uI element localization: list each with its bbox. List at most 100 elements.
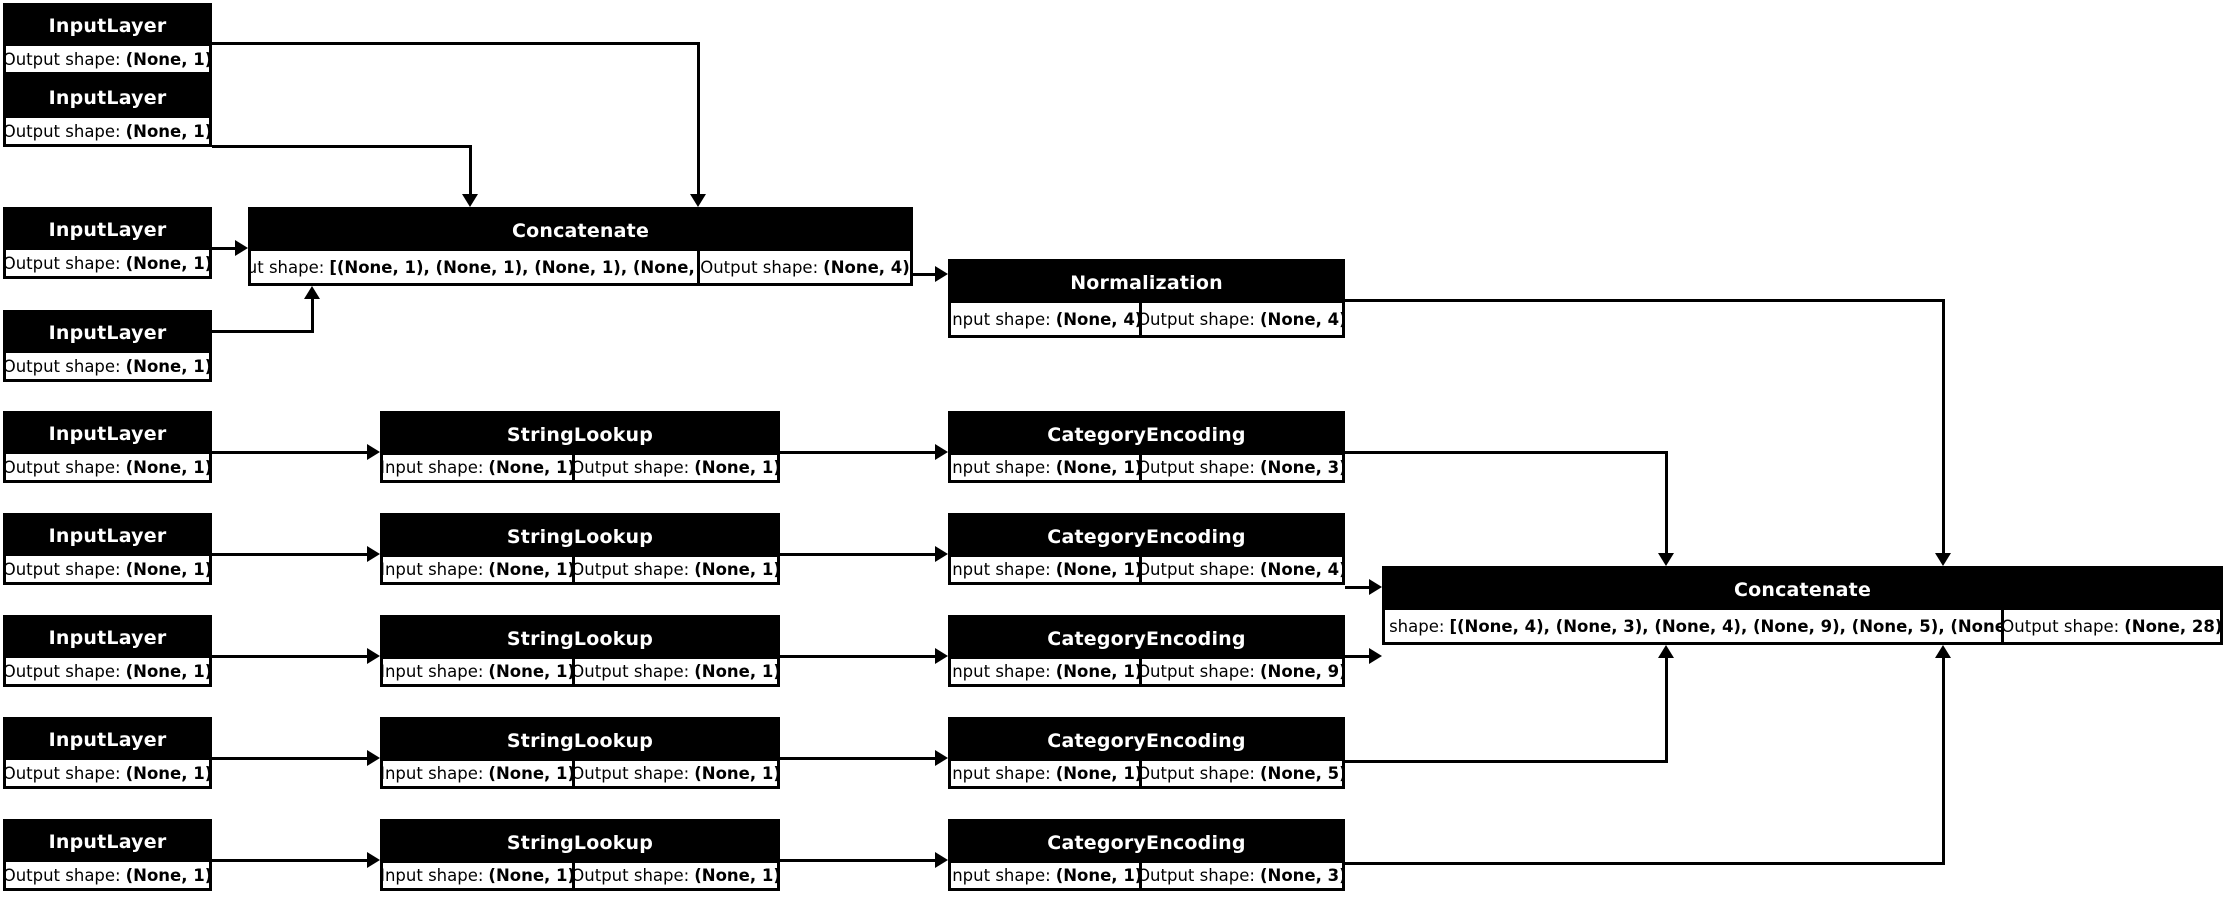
node-title: CategoryEncoding xyxy=(951,516,1342,557)
node-string-lookup-1[interactable]: StringLookup Input shape: (None, 1) Outp… xyxy=(380,411,780,483)
input-shape-label: Input shape: xyxy=(951,866,1051,885)
output-shape-value: (None, 1) xyxy=(694,764,777,783)
edge-input2-arrowhead xyxy=(462,194,478,207)
output-shape-label: Output shape: xyxy=(575,662,690,681)
output-shape-label: Output shape: xyxy=(1141,662,1255,681)
output-shape-value: (None, 1) xyxy=(125,763,209,783)
input-shape-cell: Input shape: (None, 4) xyxy=(951,303,1139,335)
output-shape-value: (None, 1) xyxy=(125,253,209,273)
node-input-layer-categorical-5[interactable]: InputLayer Output shape: (None, 1) xyxy=(3,819,212,891)
edge-lookup2-to-encoding-h xyxy=(780,553,936,556)
node-string-lookup-4[interactable]: StringLookup Input shape: (None, 1) Outp… xyxy=(380,717,780,789)
node-title: StringLookup xyxy=(383,414,777,455)
input-shape-value: (None, 1) xyxy=(488,560,573,579)
output-shape-cell: Output shape: (None, 3) xyxy=(1141,455,1342,480)
edge-lookup5-to-encoding-arrowhead xyxy=(935,852,948,868)
node-input-layer-numeric-1[interactable]: InputLayer Output shape: (None, 1) xyxy=(3,3,212,75)
node-title: Concatenate xyxy=(1385,569,2220,610)
node-concatenate-numeric[interactable]: Concatenate Input shape: [(None, 1), (No… xyxy=(248,207,913,286)
edge-normalization-to-final-h xyxy=(1345,299,1945,302)
output-shape-cell: Output shape: (None, 4) xyxy=(1141,303,1342,335)
edge-encoding2-to-final-h xyxy=(1345,586,1370,589)
node-body: Output shape: (None, 1) xyxy=(6,556,209,582)
edge-encoding4-to-final-v xyxy=(1665,658,1668,762)
node-body: Output shape: (None, 1) xyxy=(6,760,209,786)
edge-catinput1-to-lookup-h xyxy=(212,451,368,454)
node-body: Input shape: (None, 1) Output shape: (No… xyxy=(951,761,1342,786)
input-shape-value: (None, 1) xyxy=(1055,560,1139,579)
node-string-lookup-3[interactable]: StringLookup Input shape: (None, 1) Outp… xyxy=(380,615,780,687)
node-input-layer-categorical-1[interactable]: InputLayer Output shape: (None, 1) xyxy=(3,411,212,483)
output-shape-value: (None, 28) xyxy=(2124,616,2220,636)
node-category-encoding-3[interactable]: CategoryEncoding Input shape: (None, 1) … xyxy=(948,615,1345,687)
edge-catinput4-to-lookup-arrowhead xyxy=(367,750,380,766)
input-shape-value: (None, 1) xyxy=(488,866,573,885)
node-input-layer-numeric-2[interactable]: InputLayer Output shape: (None, 1) xyxy=(3,75,212,147)
node-category-encoding-2[interactable]: CategoryEncoding Input shape: (None, 1) … xyxy=(948,513,1345,585)
node-string-lookup-2[interactable]: StringLookup Input shape: (None, 1) Outp… xyxy=(380,513,780,585)
node-title: InputLayer xyxy=(6,414,209,454)
node-title: CategoryEncoding xyxy=(951,618,1342,659)
node-category-encoding-5[interactable]: CategoryEncoding Input shape: (None, 1) … xyxy=(948,819,1345,891)
node-normalization[interactable]: Normalization Input shape: (None, 4) Out… xyxy=(948,259,1345,338)
node-body: Input shape: (None, 1) Output shape: (No… xyxy=(951,659,1342,684)
node-title: InputLayer xyxy=(6,313,209,353)
output-shape-label: Output shape: xyxy=(6,121,121,141)
output-shape-cell: Output shape: (None, 1) xyxy=(575,455,777,480)
input-shape-cell: Input shape: (None, 1) xyxy=(951,659,1139,684)
output-shape-cell: Output shape: (None, 9) xyxy=(1141,659,1342,684)
input-shape-label: Input shape: xyxy=(951,764,1051,783)
edge-concat-to-normalization-h xyxy=(913,273,936,276)
output-shape-cell: Output shape: (None, 3) xyxy=(1141,863,1342,888)
node-concatenate-final[interactable]: Concatenate Input shape: [(None, 4), (No… xyxy=(1382,566,2223,645)
output-shape-label: Output shape: xyxy=(6,356,121,376)
node-body: Output shape: (None, 1) xyxy=(6,118,209,144)
node-input-layer-categorical-3[interactable]: InputLayer Output shape: (None, 1) xyxy=(3,615,212,687)
edge-input4-to-concat-h xyxy=(212,330,314,333)
node-body: Output shape: (None, 1) xyxy=(6,46,209,72)
node-title: Concatenate xyxy=(251,210,910,251)
node-title: CategoryEncoding xyxy=(951,720,1342,761)
node-string-lookup-5[interactable]: StringLookup Input shape: (None, 1) Outp… xyxy=(380,819,780,891)
node-title: StringLookup xyxy=(383,822,777,863)
edge-encoding1-to-final-v xyxy=(1665,451,1668,555)
edge-input1-to-concat-v xyxy=(697,42,700,196)
output-shape-cell: Output shape: (None, 1) xyxy=(575,659,777,684)
output-shape-value: (None, 3) xyxy=(1259,458,1342,477)
output-shape-cell: Output shape: (None, 1) xyxy=(6,658,209,684)
input-shape-label: Input shape: xyxy=(383,458,484,477)
input-shape-value: (None, 1) xyxy=(1055,764,1139,783)
input-shape-value: (None, 4) xyxy=(1055,309,1139,329)
input-shape-value: (None, 1) xyxy=(1055,662,1139,681)
node-category-encoding-1[interactable]: CategoryEncoding Input shape: (None, 1) … xyxy=(948,411,1345,483)
output-shape-label: Output shape: xyxy=(6,763,121,783)
output-shape-value: (None, 1) xyxy=(694,458,777,477)
node-body: Input shape: [(None, 4), (None, 3), (Non… xyxy=(1385,610,2220,642)
edge-catinput3-to-lookup-arrowhead xyxy=(367,648,380,664)
output-shape-value: (None, 9) xyxy=(1259,662,1342,681)
edge-lookup4-to-encoding-arrowhead xyxy=(935,750,948,766)
output-shape-label: Output shape: xyxy=(6,457,121,477)
edge-encoding5-to-final-h xyxy=(1345,862,1945,865)
edge-encoding4-to-final-arrowhead xyxy=(1658,645,1674,658)
edge-encoding3-to-final-h xyxy=(1345,655,1370,658)
node-input-layer-numeric-3[interactable]: InputLayer Output shape: (None, 1) xyxy=(3,207,212,279)
input-shape-value: [(None, 4), (None, 3), (None, 4), (None,… xyxy=(1449,616,2001,636)
node-input-layer-categorical-2[interactable]: InputLayer Output shape: (None, 1) xyxy=(3,513,212,585)
node-input-layer-numeric-4[interactable]: InputLayer Output shape: (None, 1) xyxy=(3,310,212,382)
output-shape-label: Output shape: xyxy=(6,253,121,273)
input-shape-label: Input shape: xyxy=(951,560,1051,579)
node-title: StringLookup xyxy=(383,720,777,761)
edge-normalization-to-final-arrowhead xyxy=(1935,553,1951,566)
edge-lookup3-to-encoding-arrowhead xyxy=(935,648,948,664)
input-shape-cell: Input shape: (None, 1) xyxy=(951,761,1139,786)
output-shape-value: (None, 5) xyxy=(1259,764,1342,783)
node-body: Input shape: (None, 4) Output shape: (No… xyxy=(951,303,1342,335)
input-shape-label: Input shape: xyxy=(383,662,484,681)
node-body: Input shape: (None, 1) Output shape: (No… xyxy=(383,557,777,582)
node-title: StringLookup xyxy=(383,618,777,659)
node-category-encoding-4[interactable]: CategoryEncoding Input shape: (None, 1) … xyxy=(948,717,1345,789)
output-shape-label: Output shape: xyxy=(575,764,690,783)
output-shape-value: (None, 1) xyxy=(694,662,777,681)
node-input-layer-categorical-4[interactable]: InputLayer Output shape: (None, 1) xyxy=(3,717,212,789)
